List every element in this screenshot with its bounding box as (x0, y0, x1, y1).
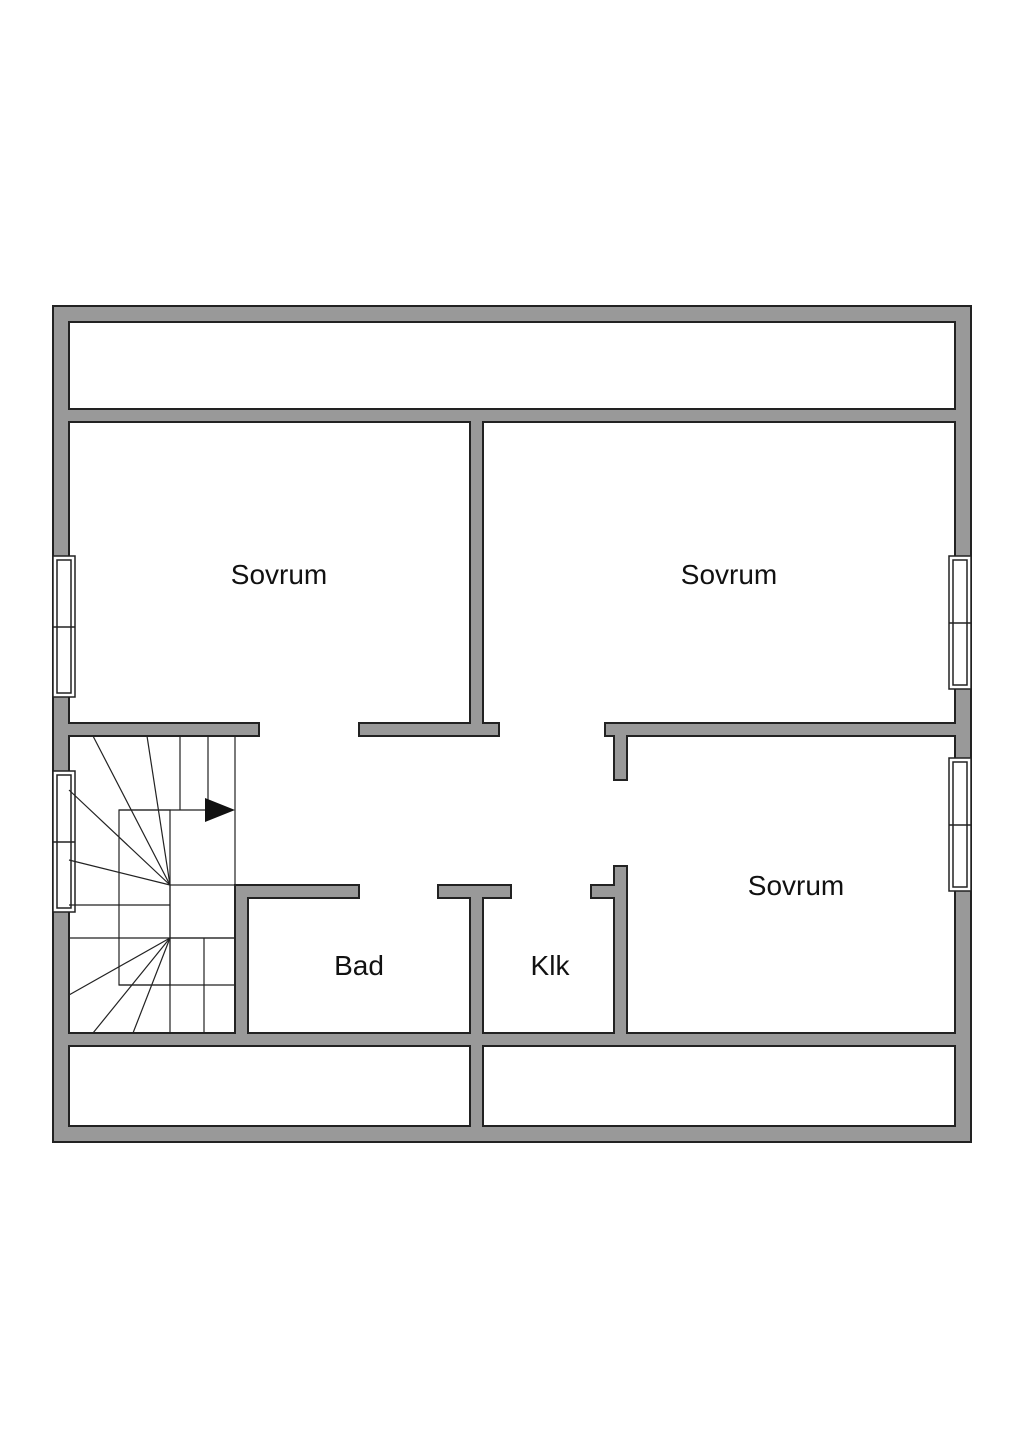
window-left-lower (52, 770, 76, 913)
window-right-upper (948, 555, 972, 690)
stair-landing (169, 884, 236, 939)
room-labels: Sovrum Sovrum Sovrum Bad Klk (231, 559, 844, 981)
room-bottom-right-strip (482, 1045, 956, 1127)
staircase (68, 735, 236, 1034)
room-label-bathroom: Bad (334, 950, 384, 981)
room-label-bedroom-top-right: Sovrum (681, 559, 777, 590)
room-label-closet: Klk (531, 950, 571, 981)
room-label-bedroom-bottom-right: Sovrum (748, 870, 844, 901)
arrow-right-icon (205, 798, 235, 822)
window-left-upper (52, 555, 76, 698)
window-right-lower (948, 757, 972, 892)
room-bottom-left-strip (68, 1045, 471, 1127)
room-top-strip (68, 321, 956, 410)
room-label-bedroom-top-left: Sovrum (231, 559, 327, 590)
windows (52, 555, 972, 913)
